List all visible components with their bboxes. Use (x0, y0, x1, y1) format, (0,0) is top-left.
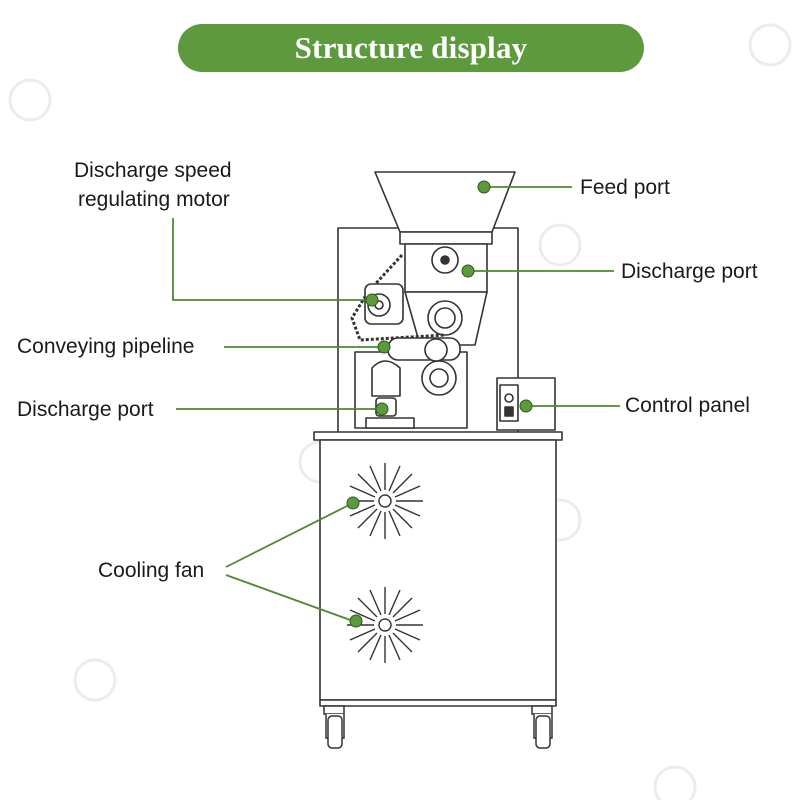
caster-left (323, 705, 345, 749)
speed-knob-icon (504, 406, 514, 417)
marker-cooling-fan-lower (349, 614, 363, 628)
title-banner: Structure display (178, 24, 644, 72)
drive-chain (350, 253, 446, 342)
marker-discharge-port-lower (375, 402, 389, 416)
hopper-neck (399, 231, 493, 245)
caster-right (531, 705, 553, 749)
feed-hopper (374, 171, 516, 233)
label-cooling-fan: Cooling fan (98, 559, 205, 582)
cabinet-base (319, 699, 557, 707)
marker-control-panel (519, 399, 533, 413)
marker-feed-port (477, 180, 491, 194)
marker-discharge-port-upper (461, 264, 475, 278)
pipe-elbow (424, 338, 448, 362)
label-discharge-port-upper: Discharge port (621, 260, 758, 283)
conveying-pipe (387, 337, 461, 361)
housing-disc-center (440, 255, 450, 265)
leader-motor (172, 218, 372, 301)
outlet-base (365, 417, 415, 429)
marker-conveying-pipeline (377, 340, 391, 354)
label-feed-port: Feed port (580, 176, 670, 199)
cabinet (319, 439, 557, 701)
label-motor-line2: regulating motor (78, 188, 230, 211)
leader-cooling-fan (225, 502, 354, 622)
label-motor-line1: Discharge speed (74, 159, 232, 182)
drive-pulley-inner (434, 307, 456, 329)
pipe-loop-inner (429, 368, 449, 388)
table-top (313, 431, 563, 441)
power-switch-icon (504, 393, 514, 403)
cooling-fan-upper (347, 463, 423, 539)
lower-outlet-body (371, 360, 401, 397)
marker-cooling-fan-upper (346, 496, 360, 510)
label-discharge-port-lower: Discharge port (17, 398, 154, 421)
marker-motor (365, 293, 379, 307)
cooling-fan-lower (347, 587, 423, 663)
page-title: Structure display (294, 30, 528, 65)
label-conveying-pipeline: Conveying pipeline (17, 335, 195, 358)
label-control-panel: Control panel (625, 394, 750, 417)
